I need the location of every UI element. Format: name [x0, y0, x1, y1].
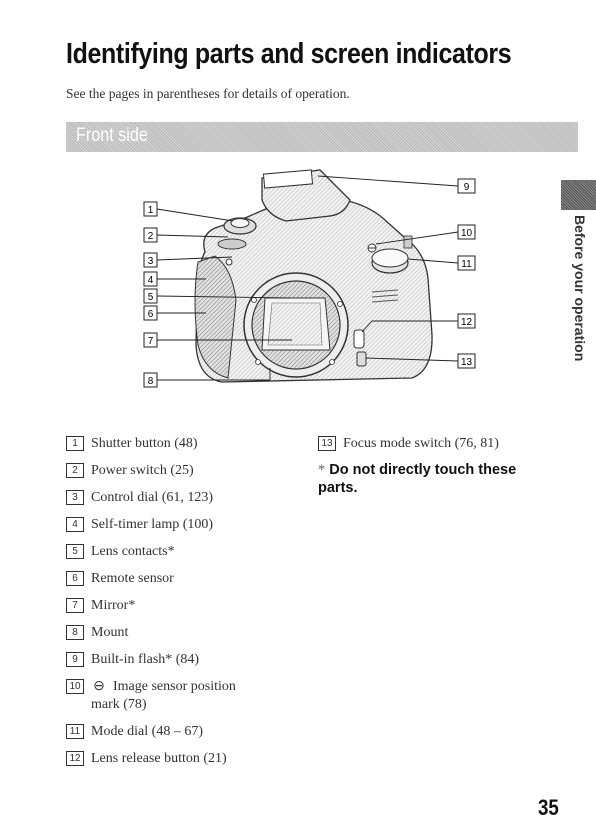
svg-text:8: 8: [148, 376, 154, 387]
page-title: Identifying parts and screen indicators: [66, 38, 512, 70]
callout-2: 2: [143, 227, 158, 243]
svg-text:1: 1: [148, 205, 154, 216]
svg-text:11: 11: [461, 259, 472, 270]
svg-text:4: 4: [148, 275, 154, 286]
svg-text:5: 5: [148, 292, 154, 303]
callout-9: 9: [457, 178, 476, 194]
list-item-continuation: mark (78): [91, 697, 147, 712]
callout-1: 1: [143, 201, 158, 217]
callout-10: 10: [457, 224, 476, 240]
callout-13: 13: [457, 353, 476, 369]
svg-text:12: 12: [461, 317, 473, 328]
callout-12: 12: [457, 313, 476, 329]
svg-text:13: 13: [461, 357, 473, 368]
svg-text:10: 10: [461, 228, 473, 239]
section-title: Front side: [76, 125, 148, 146]
camera-body: [194, 169, 433, 383]
list-item: 10⊖Image sensor position: [66, 679, 236, 696]
callout-lines: [156, 175, 459, 381]
page-number: 35: [538, 795, 559, 820]
svg-text:7: 7: [148, 336, 154, 347]
note-star: *: [318, 462, 326, 478]
callout-11: 11: [457, 255, 476, 271]
callout-3: 3: [143, 252, 158, 268]
svg-text:6: 6: [148, 309, 154, 320]
side-tab-label: Before your operation: [572, 215, 588, 362]
callout-4: 4: [143, 271, 158, 287]
callout-5: 5: [143, 288, 158, 304]
callout-labels: 1 2 3 4 5 6 7 8 9 10 11 12 13: [143, 178, 476, 388]
svg-text:2: 2: [148, 231, 154, 242]
camera-front-illustration: 1 2 3 4 5 6 7 8 9 10 11 12 13: [143, 169, 476, 388]
svg-text:9: 9: [464, 182, 470, 193]
note-text: Do not directly touch these parts.: [318, 462, 517, 497]
svg-text:3: 3: [148, 256, 154, 267]
callout-7: 7: [143, 332, 158, 348]
page-subtitle: See the pages in parentheses for details…: [66, 86, 350, 101]
callout-6: 6: [143, 305, 158, 321]
caution-note: *Do not directly touch these parts.: [318, 461, 558, 497]
callout-8: 8: [143, 372, 158, 388]
image-sensor-mark-icon: ⊖: [93, 679, 105, 694]
side-tab-marker: [561, 180, 596, 210]
section-header-bar: Front side: [66, 122, 578, 152]
